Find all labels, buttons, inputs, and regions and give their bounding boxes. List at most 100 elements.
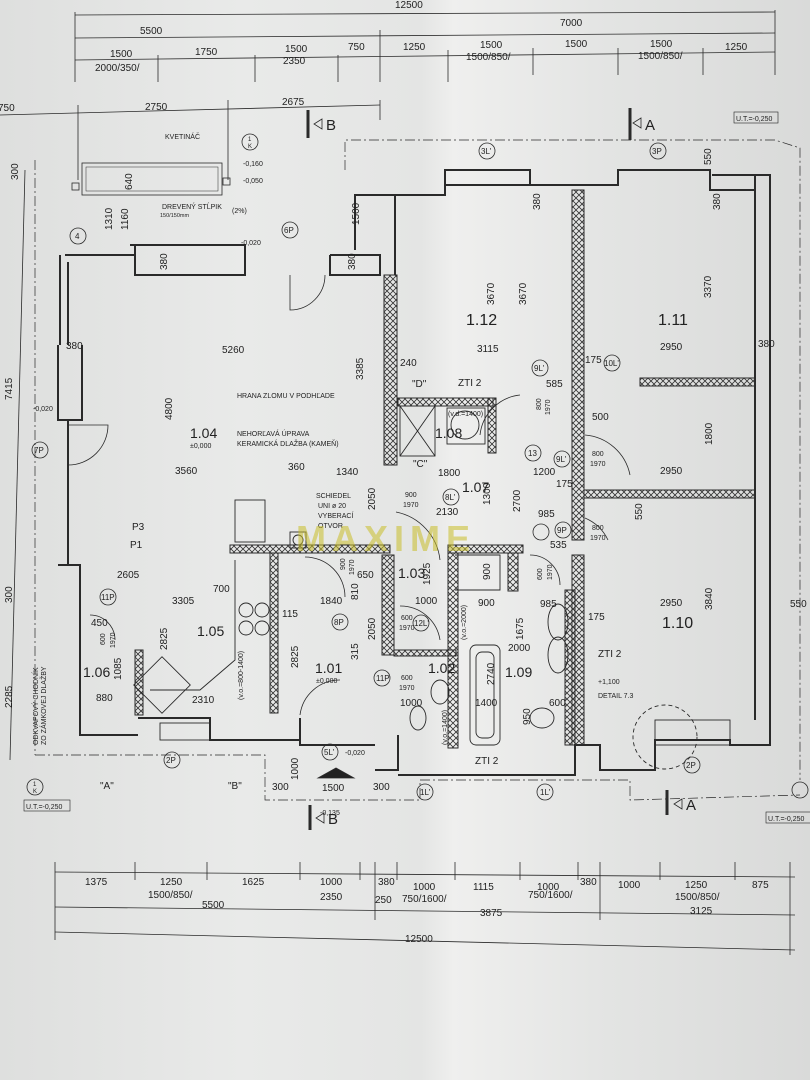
svg-text:3P: 3P [652,147,662,156]
room-1-10-label: 1.10 [662,615,693,632]
svg-text:9P: 9P [557,526,567,535]
shower-tray [399,405,436,457]
svg-text:300: 300 [373,782,390,793]
svg-text:380: 380 [66,341,83,352]
svg-text:300: 300 [10,163,21,180]
svg-text:700: 700 [213,584,230,595]
dim-sub: 1500/850/ [638,51,683,62]
svg-text:315: 315 [350,643,361,660]
detail-d-label: "D" [412,379,427,390]
svg-text:1840: 1840 [320,596,343,607]
dim-sub: 1500/850/ [466,52,511,63]
post-label: DREVENÝ STĹPIK [162,202,222,211]
svg-text:2950: 2950 [660,598,683,609]
room-1-04-label: 1.04 [190,425,217,441]
dim-right-total-top: 7000 [560,18,583,29]
svg-text:1000: 1000 [290,757,301,780]
svg-text:2050: 2050 [367,487,378,510]
finish-note-2: KERAMICKÁ DLAŽBA (KAMEŇ) [237,439,339,448]
detail-c-label: "C" [413,459,428,470]
svg-text:10L': 10L' [604,359,619,368]
washbasin-cabinet [455,554,501,591]
svg-text:U.T.=-0,250: U.T.=-0,250 [26,804,62,811]
svg-text:2P: 2P [166,756,176,765]
level-badge: -0,050 [243,178,263,185]
room-1-03-label: 1.03 [398,565,425,581]
svg-text:1L': 1L' [540,788,551,797]
exterior-walls [57,169,771,776]
svg-text:175: 175 [556,479,573,490]
svg-text:1310: 1310 [104,207,115,230]
section-a-arrow-top [632,117,642,129]
room-1-05-label: 1.05 [197,623,224,639]
section-b-label-bottom: B [328,811,338,828]
bottom-dimension-labels: 1375 1250 1625 1000 380 1000 1115 1000 3… [85,877,769,945]
level-badge: -0,020 [345,750,365,757]
washbasin-2 [547,636,569,674]
opening-tags [26,133,809,801]
sink [133,656,191,714]
svg-text:1970: 1970 [349,559,356,575]
svg-text:1300: 1300 [482,482,493,505]
svg-text:640: 640 [124,173,135,190]
svg-text:300: 300 [272,782,289,793]
svg-text:1000: 1000 [320,877,343,888]
svg-text:7P: 7P [34,446,44,455]
svg-text:1250: 1250 [160,877,183,888]
svg-text:800: 800 [592,525,604,532]
section-b-arrow-bottom [315,812,325,824]
room-1-06-label: 1.06 [83,664,110,680]
dim-seg: 1250 [725,42,748,53]
svg-text:K: K [248,144,252,150]
dim-overall-top: 12500 [395,0,423,11]
svg-text:1970: 1970 [399,625,415,632]
svg-text:2050: 2050 [367,617,378,640]
room-1-02-label: 1.02 [428,660,455,676]
svg-text:380: 380 [532,193,543,210]
bottom-dimension-lines [54,862,796,955]
dim-seg: 1750 [195,47,218,58]
svg-text:175: 175 [585,355,602,366]
section-cut-lines [306,108,669,830]
svg-text:3670: 3670 [486,282,497,305]
svg-text:1925: 1925 [422,562,433,585]
room-1-11-label: 1.11 [658,312,688,329]
level-badge: -0,020 [241,240,261,247]
svg-text:800: 800 [536,398,543,410]
svg-text:1625: 1625 [242,877,265,888]
svg-text:600: 600 [401,675,413,682]
stove-unit [234,499,266,543]
washing-machine [450,410,480,440]
svg-text:1970: 1970 [547,564,554,580]
outdoor-level-badge-right: U.T.=-0,250 [765,811,810,824]
svg-text:500: 500 [592,412,609,423]
svg-text:1970: 1970 [590,461,606,468]
svg-text:2740: 2740 [486,662,497,685]
svg-text:1970: 1970 [110,632,117,648]
svg-text:U.T.=-0,250: U.T.=-0,250 [736,116,772,123]
svg-text:2310: 2310 [192,695,215,706]
room-1-12-label: 1.12 [466,312,497,329]
room-1-01-label: 1.01 [315,660,342,676]
dim-sub: 2350 [283,56,306,67]
svg-text:1970: 1970 [399,685,415,692]
svg-text:1: 1 [248,137,252,143]
section-a-arrow-bottom [673,798,683,810]
svg-text:1340: 1340 [336,467,359,478]
svg-text:3560: 3560 [175,466,198,477]
window-2P [654,719,731,746]
detail-marker-labels: 1 K 1 K [33,137,252,795]
svg-text:380: 380 [378,877,395,888]
room-1-01-level: ±0,000 [316,678,337,685]
svg-text:880: 880 [96,693,113,704]
svg-text:4: 4 [75,232,80,241]
outdoor-level-badge-top: U.T.=-0,250 [733,111,779,124]
svg-text:1000: 1000 [415,596,438,607]
svg-text:2700: 2700 [512,489,523,512]
svg-text:1250: 1250 [685,880,708,891]
chimney [289,531,307,549]
bathtub [469,644,501,746]
svg-text:9L': 9L' [534,364,545,373]
dim-seg: 1500 [650,39,673,50]
